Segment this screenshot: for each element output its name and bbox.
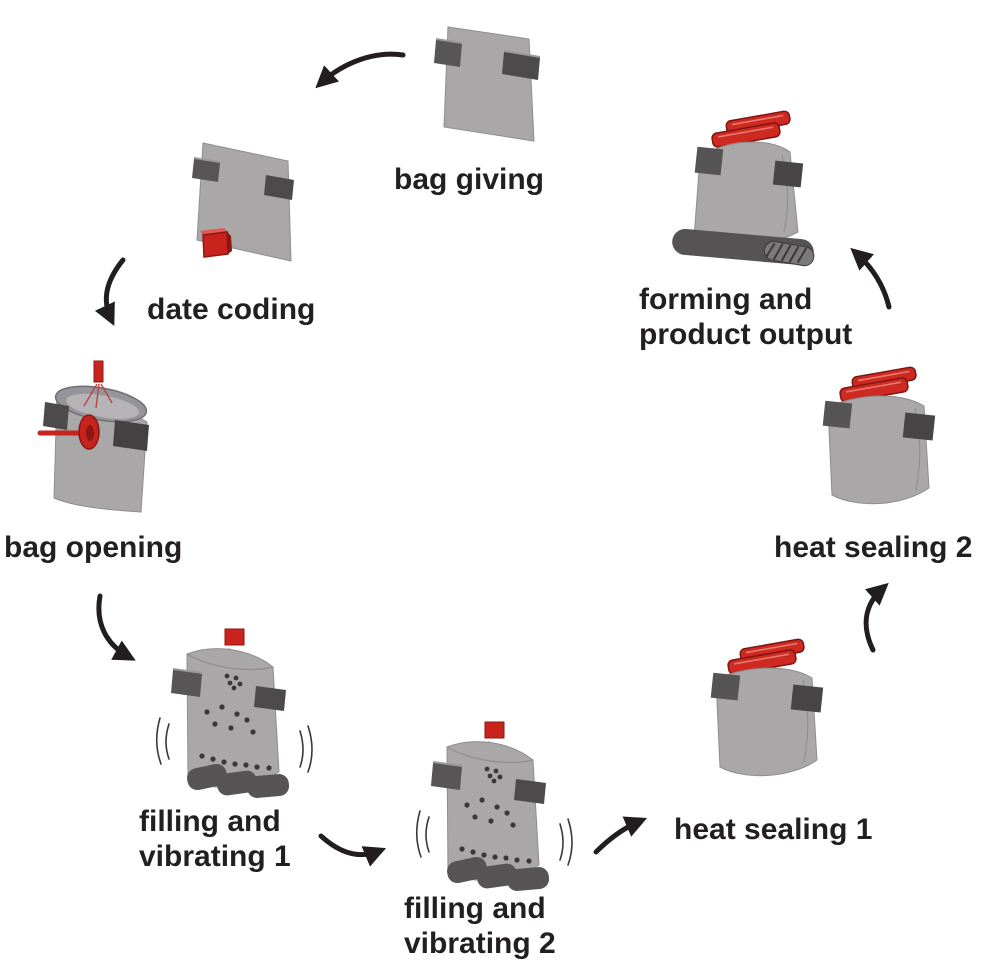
label-heat-sealing-1: heat sealing 1 [674, 813, 873, 846]
heat-sealing-2-illustration [821, 365, 936, 505]
arrow-filling-1-to-filling-2 [318, 833, 387, 867]
arrow-bag-opening-to-filling-1 [96, 593, 136, 661]
flow-arrows [94, 51, 892, 867]
output-conveyor [672, 228, 815, 267]
filling-vibrating-1-illustration [155, 628, 313, 800]
label-date-coding: date coding [147, 293, 316, 326]
label-filling-vibrating-1: filling and vibrating 1 [139, 805, 291, 873]
forming-output-illustration [672, 110, 815, 267]
arrow-filling-2-to-heat-sealing-1 [593, 816, 648, 855]
filling-vibrating-2-illustration [415, 721, 573, 893]
air-nozzle [83, 360, 113, 409]
label-forming-output: forming and product output [639, 283, 853, 351]
arrow-date-coding-to-bag-opening [94, 257, 126, 326]
bag-opening-illustration [37, 360, 149, 513]
arrow-heat-sealing-1-to-heat-sealing-2 [863, 582, 889, 653]
bag-giving-illustration [434, 26, 540, 142]
date-coder-block [200, 228, 232, 258]
label-bag-opening: bag opening [4, 531, 183, 564]
label-filling-vibrating-2: filling and vibrating 2 [404, 892, 556, 960]
heat-sealing-1-illustration [709, 637, 824, 777]
suction-arm [37, 414, 100, 450]
arrow-bag-giving-to-date-coding [315, 51, 406, 89]
label-bag-giving: bag giving [394, 163, 544, 196]
label-heat-sealing-2: heat sealing 2 [774, 531, 973, 564]
arrow-heat-sealing-2-to-forming [850, 247, 892, 310]
date-coding-illustration [192, 142, 294, 262]
